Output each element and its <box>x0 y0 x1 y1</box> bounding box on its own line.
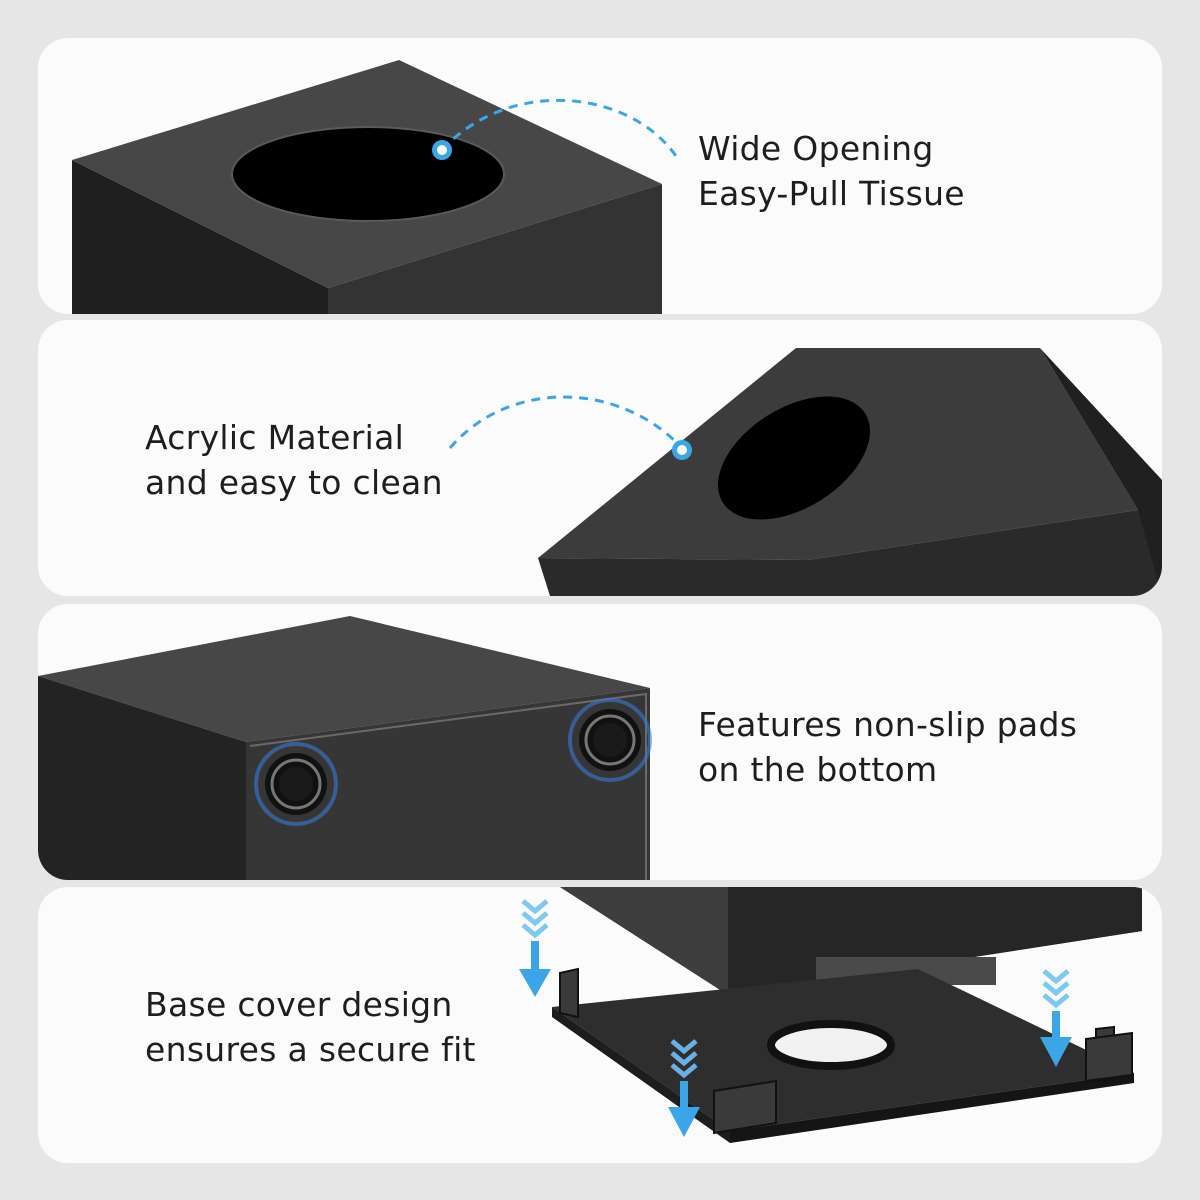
caption-base-line1: Base cover design <box>145 985 453 1024</box>
caption-opening-line2: Easy-Pull Tissue <box>698 174 965 213</box>
caption-opening: Wide Opening Easy-Pull Tissue <box>698 126 965 216</box>
feature-panel-material: Acrylic Material and easy to clean <box>38 320 1162 596</box>
caption-material-line1: Acrylic Material <box>145 418 405 457</box>
caption-material-line2: and easy to clean <box>145 463 443 502</box>
feature-panel-base: Base cover design ensures a secure fit <box>38 887 1162 1163</box>
down-arrow-icon <box>668 1039 700 1137</box>
tissue-box-bottom-view <box>38 616 652 880</box>
center-ring <box>767 1020 895 1070</box>
feature-panel-pads: Features non-slip pads on the bottom <box>38 604 1162 880</box>
caption-base-line2: ensures a secure fit <box>145 1030 476 1069</box>
dashed-callout-line <box>448 395 684 450</box>
caption-pads-line2: on the bottom <box>698 750 938 789</box>
down-arrow-icon <box>519 899 551 997</box>
dashed-callout-line <box>440 98 678 157</box>
caption-pads: Features non-slip pads on the bottom <box>698 702 1077 792</box>
non-slip-pad <box>568 698 652 782</box>
feature-panel-opening: Wide Opening Easy-Pull Tissue <box>38 38 1162 314</box>
tissue-box-base-assembly <box>519 887 1142 1143</box>
opening-hole <box>717 396 871 520</box>
caption-pads-line1: Features non-slip pads <box>698 705 1078 744</box>
non-slip-pad <box>254 742 338 826</box>
tissue-box-angled-view <box>448 348 1162 596</box>
caption-base: Base cover design ensures a secure fit <box>145 982 476 1072</box>
down-arrow-icon <box>1040 969 1072 1067</box>
caption-material: Acrylic Material and easy to clean <box>145 415 443 505</box>
caption-opening-line1: Wide Opening <box>698 129 934 168</box>
tissue-box-top-view <box>72 60 678 314</box>
